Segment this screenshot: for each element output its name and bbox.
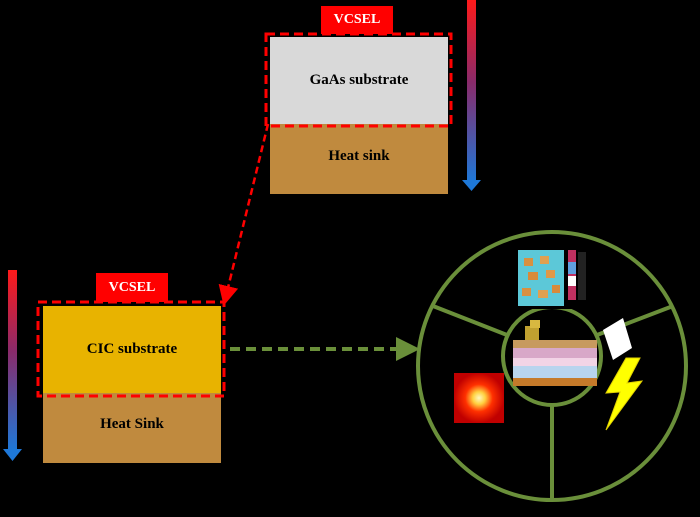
- gaas-substrate-block: [270, 37, 448, 124]
- top-vcsel-tag: VCSEL: [321, 6, 393, 34]
- bottom-heat-sink-block: [43, 393, 221, 463]
- thermal-map-inset: [515, 247, 590, 309]
- bottom-vcsel-dashed-outline: [36, 300, 226, 398]
- device-photo-inset: [603, 318, 632, 360]
- cic-substrate-block: [43, 306, 221, 393]
- device-layer-inset: [513, 320, 597, 386]
- top-temperature-arrowhead: [462, 180, 481, 191]
- bottom-temperature-bar: [8, 270, 17, 450]
- red-transfer-arrow: [218, 123, 270, 306]
- outer-circle: [416, 230, 688, 502]
- top-vcsel-dashed-outline: [264, 32, 453, 128]
- cic-substrate-label: CIC substrate: [86, 341, 178, 357]
- top-temperature-bar: [467, 0, 476, 182]
- bottom-heat-sink-label: Heat Sink: [100, 415, 164, 432]
- lightning-bolt-icon: [605, 357, 644, 431]
- top-heat-sink-block: [270, 124, 448, 194]
- beam-profile-inset: [454, 373, 504, 423]
- bottom-vcsel-tag: VCSEL: [96, 273, 168, 302]
- sector-divider-left: [432, 304, 508, 337]
- gaas-substrate-label: GaAs substrate: [309, 72, 409, 88]
- top-heat-sink-label: Heat sink: [328, 148, 390, 164]
- bottom-temperature-arrowhead: [3, 449, 22, 461]
